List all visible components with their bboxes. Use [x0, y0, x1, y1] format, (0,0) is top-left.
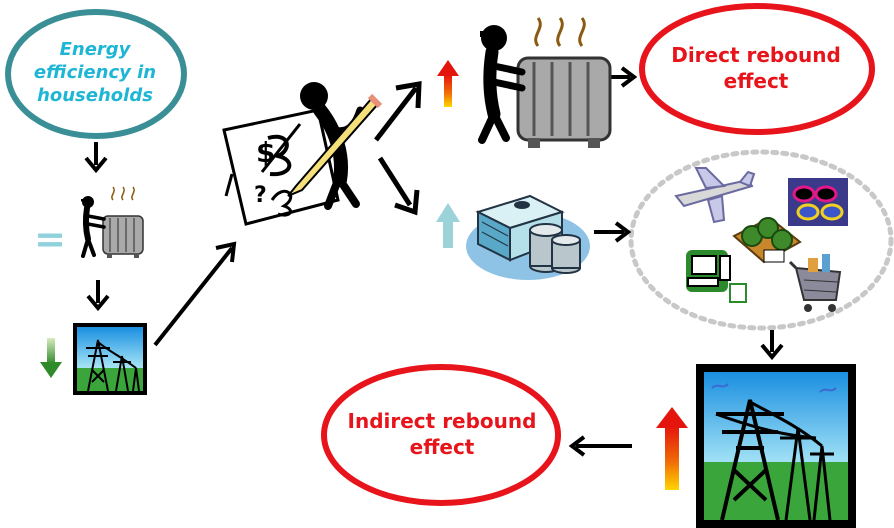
arrow-down-consumption-to-powerlines [760, 330, 784, 361]
question-mark-text: ? [254, 183, 267, 208]
arrow-powerlines-to-budget [153, 241, 237, 347]
airplane-icon [674, 167, 756, 224]
equals-sign: = [34, 217, 66, 261]
green-down-arrow-icon [40, 338, 62, 378]
direct-rebound-label: Direct rebound effect [671, 43, 841, 93]
radiator-person-small-icon [81, 186, 144, 258]
powerlines-large-icon [696, 364, 856, 528]
coin-stack [529, 223, 581, 274]
direct-rebound-ellipse [639, 3, 875, 135]
computer-icon [686, 250, 747, 303]
budget-planning-person-icon: $ ? [222, 82, 383, 226]
energy-efficiency-ellipse [5, 9, 187, 139]
radiator-person-large-icon [478, 17, 612, 148]
powerlines-small-icon [73, 323, 147, 395]
indirect-rebound-ellipse [321, 364, 561, 506]
arrow-budget-to-money [377, 156, 420, 216]
arrow-powerlines-to-indirect-rebound [568, 435, 632, 457]
consumption-dotted-ellipse [628, 149, 894, 331]
shopping-cart-icon [788, 254, 842, 312]
light-blue-up-arrow-icon [436, 203, 460, 248]
indirect-rebound-label: Indirect rebound effect [347, 409, 537, 459]
arrow-budget-to-direct-heating [374, 81, 422, 142]
fruit-basket-icon [732, 216, 802, 264]
dollar-sign-text: $ [256, 136, 275, 169]
money-cash-coins-icon [466, 194, 590, 280]
sunglasses-icon [788, 178, 848, 226]
arrow-down-energy-to-radiator [84, 142, 108, 174]
red-up-arrow-large-icon [656, 407, 688, 490]
energy-efficiency-label: Energy efficiency in households [33, 39, 157, 106]
arrow-down-radiator-to-powerlines [86, 280, 110, 312]
arrow-money-to-consumption [594, 221, 632, 243]
red-up-arrow-small-icon [437, 60, 459, 107]
